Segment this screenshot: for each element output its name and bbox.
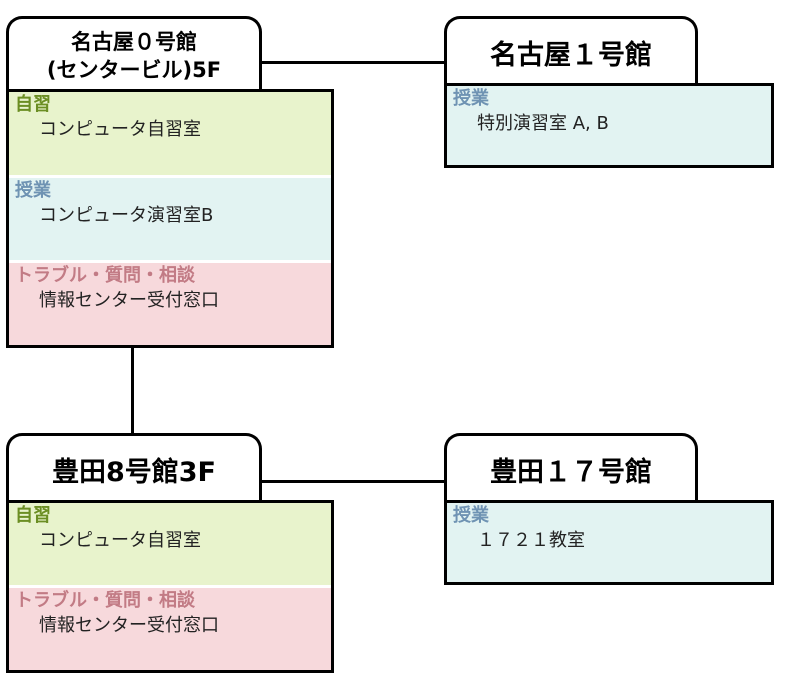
building-toyota-17: 豊田１７号館 授業 １７２１教室 <box>444 433 774 585</box>
building-tab: 豊田１７号館 <box>444 433 698 503</box>
section-text: 情報センター受付窓口 <box>39 615 219 636</box>
section-heading: 授業 <box>453 88 489 109</box>
connector-nagoya0-toyota8 <box>131 346 134 436</box>
section-class: 授業 １７２１教室 <box>447 503 771 582</box>
building-body: 授業 特別演習室 A, B <box>444 83 774 168</box>
building-title: 名古屋１号館 <box>490 40 652 71</box>
section-text: 情報センター受付窓口 <box>39 290 219 311</box>
building-body: 自習 コンピュータ自習室 トラブル・質問・相談 情報センター受付窓口 <box>6 500 334 673</box>
building-title: 豊田１７号館 <box>490 457 652 488</box>
section-text: １７２１教室 <box>477 530 585 551</box>
section-self-study: 自習 コンピュータ自習室 <box>9 92 331 175</box>
building-tab: 名古屋１号館 <box>444 16 698 86</box>
section-class: 授業 特別演習室 A, B <box>447 86 771 165</box>
section-text: コンピュータ自習室 <box>39 119 201 140</box>
section-support: トラブル・質問・相談 情報センター受付窓口 <box>9 263 331 345</box>
section-text: コンピュータ自習室 <box>39 530 201 551</box>
section-support: トラブル・質問・相談 情報センター受付窓口 <box>9 588 331 670</box>
section-heading: トラブル・質問・相談 <box>15 590 195 611</box>
section-text: 特別演習室 A, B <box>477 113 609 134</box>
building-tab: 豊田8号館3F <box>6 433 262 503</box>
building-nagoya-0: 名古屋０号館 (センタービル)5F 自習 コンピュータ自習室 授業 コンピュータ… <box>6 16 334 348</box>
section-heading: 授業 <box>453 505 489 526</box>
section-heading: 自習 <box>15 505 51 526</box>
building-nagoya-1: 名古屋１号館 授業 特別演習室 A, B <box>444 16 774 168</box>
building-body: 授業 １７２１教室 <box>444 500 774 585</box>
building-tab: 名古屋０号館 (センタービル)5F <box>6 16 262 92</box>
building-title: 豊田8号館3F <box>51 457 217 488</box>
section-text: コンピュータ演習室B <box>39 205 214 226</box>
building-title-line2: (センタービル)5F <box>46 57 222 82</box>
connector-nagoya0-nagoya1 <box>258 61 448 64</box>
section-heading: トラブル・質問・相談 <box>15 265 195 286</box>
building-title-line1: 名古屋０号館 <box>71 29 197 54</box>
building-body: 自習 コンピュータ自習室 授業 コンピュータ演習室B トラブル・質問・相談 情報… <box>6 89 334 348</box>
section-heading: 自習 <box>15 94 51 115</box>
section-class: 授業 コンピュータ演習室B <box>9 178 331 260</box>
building-toyota-8: 豊田8号館3F 自習 コンピュータ自習室 トラブル・質問・相談 情報センター受付… <box>6 433 334 673</box>
connector-toyota8-toyota17 <box>258 480 448 483</box>
section-self-study: 自習 コンピュータ自習室 <box>9 503 331 585</box>
section-heading: 授業 <box>15 180 51 201</box>
